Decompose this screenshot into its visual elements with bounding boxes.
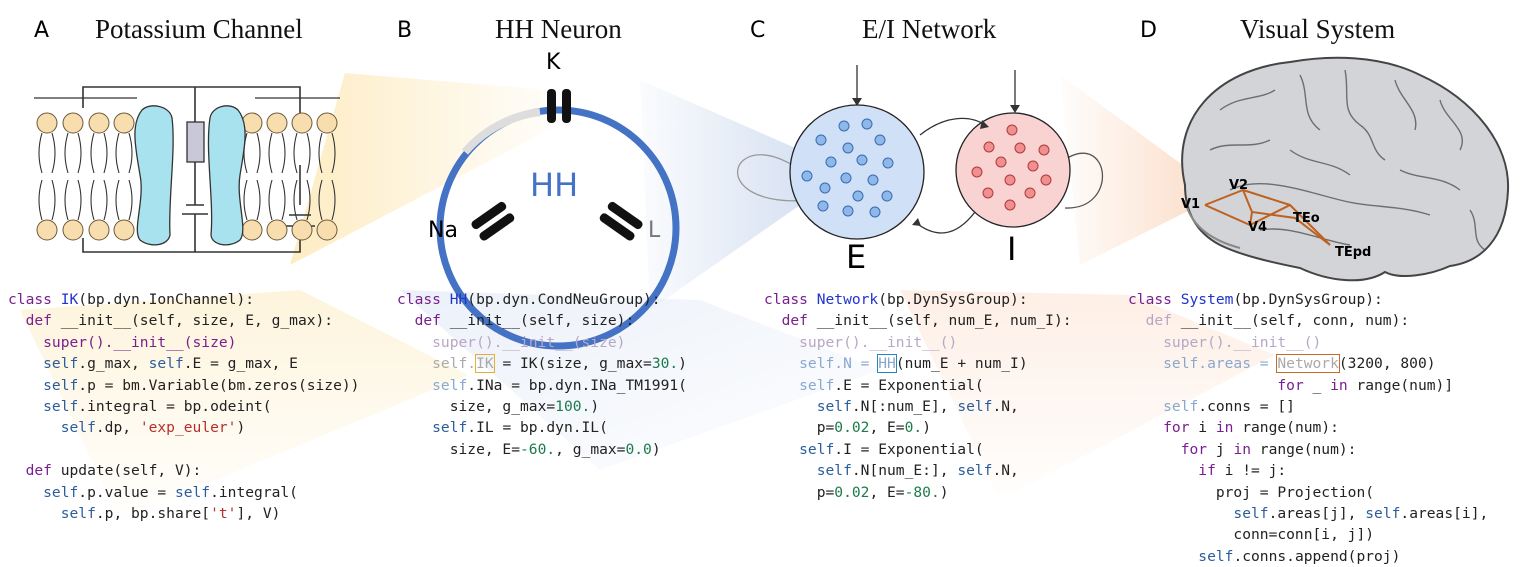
panel-b-title: HH Neuron [495,14,622,44]
area-v4-label: V4 [1248,220,1268,235]
brain-illustration [1181,56,1510,282]
hh-neuron-illustration [436,89,680,350]
ik-highlight-box: IK [475,354,495,374]
panel-c-letter: C [750,18,766,43]
zoom-wedge-hh-neuron [640,80,800,310]
panel-a-letter: A [34,18,50,43]
leak-channel-label: L [648,218,661,243]
panel-b-letter: B [397,18,413,43]
panel-d-title: Visual System [1240,14,1396,44]
channel-protein-right [207,105,246,246]
zoom-wedge-ik-code [20,290,468,520]
excitatory-population-label: E [846,238,867,276]
panel-d-letter: D [1140,18,1157,43]
k-channel-label: K [546,50,561,75]
code-block-network: class Network(bp.DynSysGroup): def __ini… [764,291,1072,501]
code-block-system: class System(bp.DynSysGroup): def __init… [1128,291,1489,565]
ei-network-illustration [737,65,1104,240]
na-channel-label: Na [428,218,458,243]
hh-center-label: HH [530,166,579,204]
potassium-channel-illustration [34,86,340,253]
area-teo-label: TEo [1293,211,1320,226]
area-tepd-label: TEpd [1335,245,1372,260]
panel-a-title: Potassium Channel [95,14,303,44]
code-block-hh: class HH(bp.dyn.CondNeuGroup): def __ini… [397,291,687,458]
zoom-wedge-k-channel [290,73,560,265]
zoom-wedge-network-code [900,290,1275,500]
channel-protein-left [134,105,174,246]
panel-c-title: E/I Network [862,14,997,44]
code-block-ik: class IK(bp.dyn.IonChannel): def __init_… [8,291,360,523]
area-v1-label: V1 [1181,197,1201,212]
inhibitory-population-label: I [1007,230,1017,268]
area-v2-label: V2 [1229,178,1249,193]
hh-highlight-box: HH [877,354,897,374]
zoom-wedge-hh-code [400,290,880,470]
network-highlight-box: Network [1276,354,1340,374]
zoom-wedge-network [1060,75,1210,265]
